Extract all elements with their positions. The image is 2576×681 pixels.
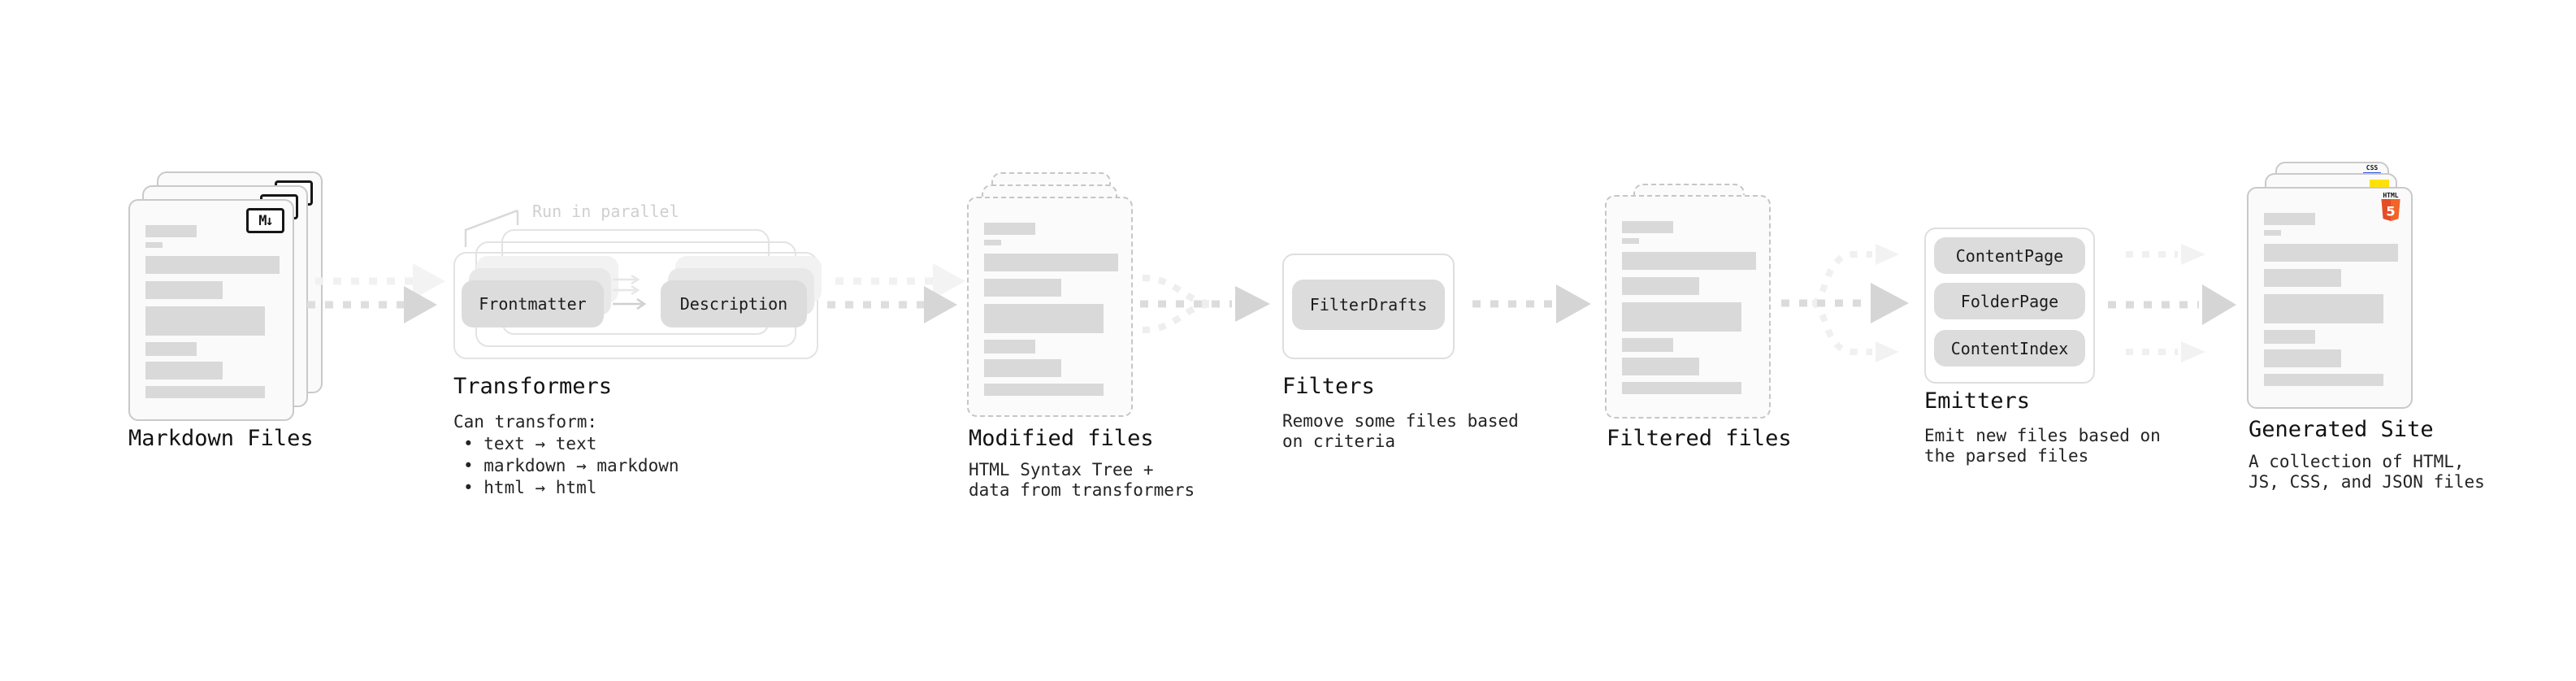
modified-files-label: Modified files — [969, 426, 1154, 451]
emitters-label: Emitters — [1924, 388, 2031, 414]
skeleton-line — [984, 304, 1104, 333]
emitter-content-index-pill: ContentIndex — [1934, 330, 2085, 367]
generated-site-label: Generated Site — [2249, 417, 2434, 442]
generated-file-card-html: HTML 5 — [2247, 187, 2413, 409]
skeleton-line — [1622, 358, 1699, 375]
caption-title: Can transform: — [453, 412, 598, 432]
arrow-emitters-to-site — [2108, 244, 2236, 362]
markdown-files-label: Markdown Files — [128, 426, 314, 451]
markdown-icon: M↓ — [246, 208, 284, 233]
skeleton-line — [2264, 230, 2281, 236]
markdown-file-card-front: M↓ — [128, 199, 294, 421]
skeleton-line — [984, 240, 1001, 245]
skeleton-line — [984, 254, 1118, 271]
html5-shield: 5 — [2381, 199, 2400, 221]
run-in-parallel-annotation: Run in parallel — [532, 202, 679, 221]
bullet-item: • markdown → markdown — [463, 456, 679, 475]
modified-files-caption: HTML Syntax Tree + data from transformer… — [969, 460, 1195, 500]
filters-label: Filters — [1282, 374, 1375, 399]
arrow-transformers-to-modified — [827, 263, 965, 323]
skeleton-line — [145, 225, 197, 237]
skeleton-line — [1622, 238, 1639, 244]
skeleton-line — [984, 340, 1035, 354]
modified-file-card-front — [967, 197, 1133, 417]
filter-drafts-pill: FilterDrafts — [1292, 280, 1445, 330]
skeleton-line — [1622, 338, 1673, 352]
skeleton-line — [145, 281, 223, 299]
css-icon-label: CSS — [2366, 164, 2379, 171]
filters-caption: Remove some files based on criteria — [1282, 411, 1519, 451]
skeleton-line — [145, 306, 265, 336]
arrow-filtered-to-emitters — [1781, 244, 1909, 362]
filtered-files-label: Filtered files — [1607, 426, 1792, 451]
skeleton-line — [145, 342, 197, 356]
arrow-filters-to-filtered — [1472, 284, 1591, 323]
html5-icon: HTML 5 — [2380, 192, 2401, 224]
parallel-arrows-icon — [613, 274, 647, 310]
emitter-content-page-pill: ContentPage — [1934, 237, 2085, 274]
bullet-item: • html → html — [463, 478, 597, 497]
transformers-label: Transformers — [453, 374, 613, 399]
transformer-frontmatter-pill: Frontmatter — [462, 280, 604, 327]
annotation-leader-line — [464, 209, 519, 247]
transformer-description-pill: Description — [661, 280, 807, 327]
skeleton-line — [145, 256, 280, 274]
skeleton-line — [1622, 252, 1756, 270]
filtered-file-card-front — [1605, 195, 1771, 419]
html5-icon-label: HTML — [2383, 192, 2399, 199]
skeleton-line — [1622, 221, 1673, 233]
skeleton-line — [984, 384, 1104, 396]
bullet-item: • text → text — [463, 434, 597, 453]
skeleton-line — [145, 362, 223, 380]
skeleton-line — [984, 279, 1061, 297]
transformers-caption: Can transform: • text → text • markdown … — [453, 411, 679, 499]
skeleton-line — [2264, 374, 2383, 386]
generated-site-caption: A collection of HTML, JS, CSS, and JSON … — [2249, 452, 2485, 492]
arrow-markdown-to-transformers — [307, 263, 445, 323]
skeleton-line — [2264, 244, 2398, 262]
skeleton-line — [145, 386, 265, 398]
arrow-modified-to-filters — [1140, 275, 1270, 333]
skeleton-line — [2264, 213, 2315, 225]
transformers-frame-front — [453, 252, 818, 359]
emitters-caption: Emit new files based on the parsed files — [1924, 426, 2161, 466]
svg-text:5: 5 — [2386, 203, 2395, 219]
skeleton-line — [2264, 294, 2383, 323]
js-icon — [2370, 180, 2389, 189]
skeleton-line — [1622, 382, 1741, 394]
skeleton-line — [145, 242, 163, 248]
skeleton-line — [2264, 330, 2315, 344]
skeleton-line — [1622, 302, 1741, 332]
skeleton-line — [2264, 349, 2341, 367]
skeleton-line — [984, 359, 1061, 377]
skeleton-line — [984, 223, 1035, 235]
emitter-folder-page-pill: FolderPage — [1934, 283, 2085, 319]
skeleton-line — [2264, 269, 2341, 287]
skeleton-line — [1622, 277, 1699, 295]
